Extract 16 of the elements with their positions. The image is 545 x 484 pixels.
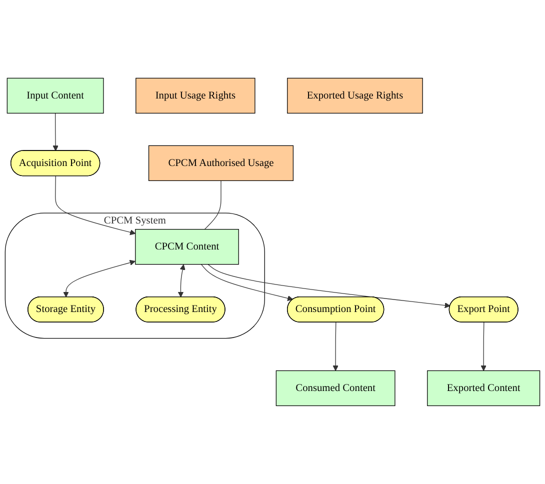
- node-box: Consumed Content: [276, 370, 396, 406]
- arrow: [208, 264, 450, 308]
- connector: [204, 180, 222, 230]
- node-box: Input Usage Rights: [136, 78, 256, 114]
- node-box: CPCM Content: [135, 229, 239, 265]
- arrow: [200, 264, 294, 302]
- arrow: [178, 264, 186, 298]
- arrow: [55, 176, 136, 236]
- node-box: Exported Content: [427, 370, 540, 406]
- arrow: [52, 112, 58, 152]
- arrow: [332, 322, 338, 371]
- node-box: CPCM Authorised Usage: [148, 145, 294, 182]
- arrow: [480, 322, 486, 371]
- node-box: Input Content: [6, 78, 104, 114]
- arrow: [63, 260, 136, 298]
- node-box: Exported Usage Rights: [287, 78, 423, 114]
